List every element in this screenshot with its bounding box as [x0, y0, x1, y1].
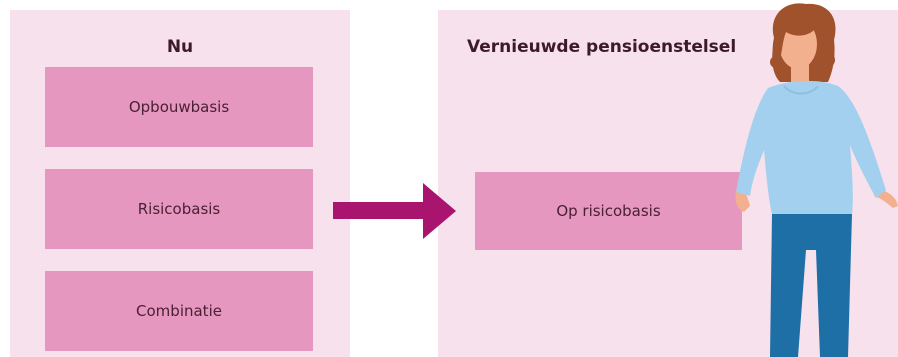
panel-title-new-system: Vernieuwde pensioenstelsel	[467, 37, 737, 57]
panel-title-current: Nu	[166, 37, 194, 57]
woman-illustration	[735, 3, 898, 357]
box-opbouwbasis: Opbouwbasis	[45, 67, 313, 147]
box-combinatie: Combinatie	[45, 271, 313, 351]
panel-current: Nu Opbouwbasis Risicobasis Combinatie	[10, 10, 350, 357]
box-op-risicobasis: Op risicobasis	[475, 172, 742, 250]
arrow-right-icon	[333, 183, 456, 239]
box-risicobasis: Risicobasis	[45, 169, 313, 249]
